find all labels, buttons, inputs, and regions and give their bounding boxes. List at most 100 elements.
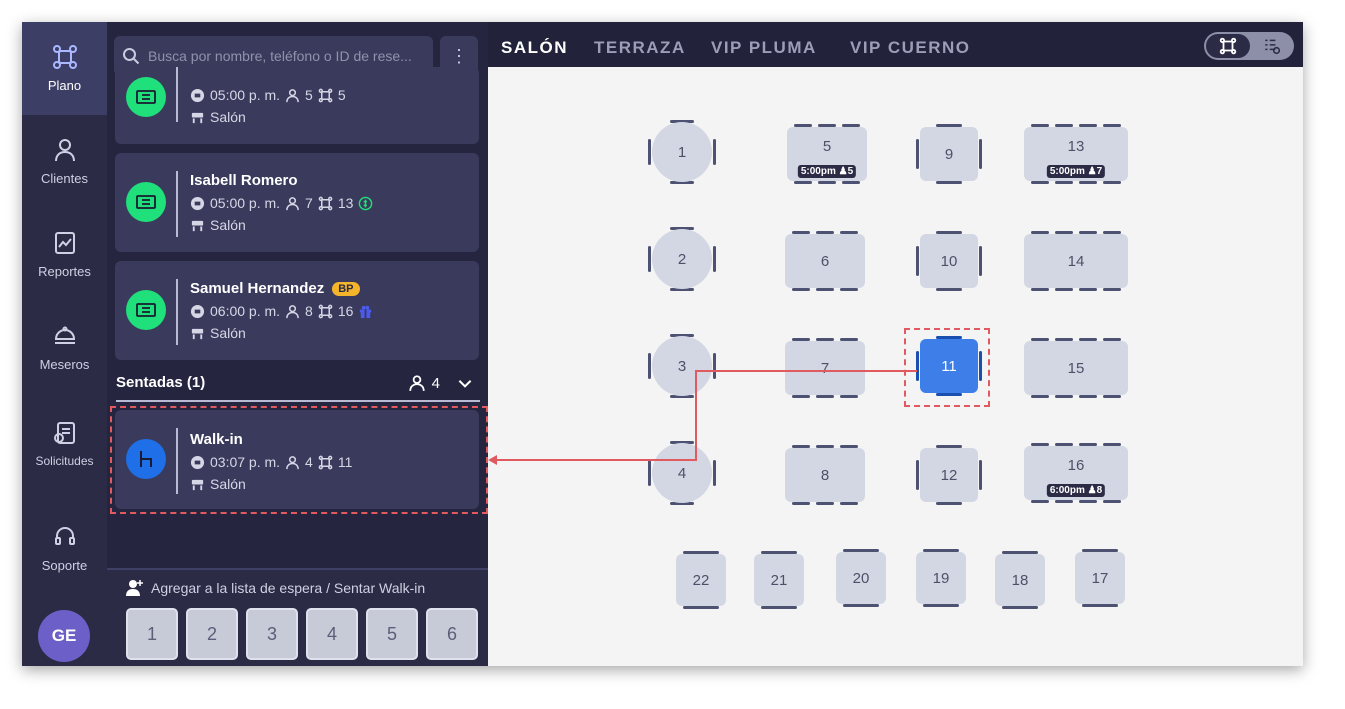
floor-table-14[interactable]: 14: [1024, 234, 1128, 288]
chair: [923, 604, 959, 607]
chair: [979, 246, 982, 276]
floor-table-17[interactable]: 17: [1075, 552, 1125, 604]
seated-summary: 4: [408, 374, 474, 392]
floor-table-2[interactable]: 2: [652, 229, 712, 289]
nav-reportes[interactable]: Reportes: [22, 208, 107, 301]
chair: [1079, 231, 1097, 234]
waitlist-label: Agregar a la lista de espera / Sentar Wa…: [151, 580, 426, 596]
gift-icon: [360, 305, 372, 318]
chair: [670, 441, 694, 444]
party-size-button[interactable]: 4: [306, 608, 358, 660]
party-size-button[interactable]: 6: [426, 608, 478, 660]
nav-soporte[interactable]: Soporte: [22, 502, 107, 595]
reservations-panel: ⋮ 05:00 p. m. 5 5 Salón: [107, 22, 488, 666]
floor-table-3[interactable]: 3: [652, 336, 712, 396]
avatar[interactable]: GE: [38, 610, 90, 662]
kebab-icon: ⋮: [450, 45, 468, 66]
party-size-button[interactable]: 2: [186, 608, 238, 660]
tab-vip-cuerno[interactable]: VIP CUERNO: [850, 38, 971, 57]
floor-table-19[interactable]: 19: [916, 552, 966, 604]
floor-table-20[interactable]: 20: [836, 552, 886, 604]
floor-table-8[interactable]: 8: [785, 448, 865, 502]
walkin-highlight: [110, 406, 488, 514]
floor-table-10[interactable]: 10: [920, 234, 978, 288]
chair: [818, 181, 836, 184]
area-icon: [191, 328, 204, 339]
floor-table-15[interactable]: 15: [1024, 341, 1128, 395]
waiter-icon: [54, 326, 75, 344]
floor-table-1[interactable]: 1: [652, 122, 712, 182]
guest-name: Samuel Hernandez: [190, 280, 325, 297]
nav-plano[interactable]: Plano: [22, 22, 107, 115]
chair: [916, 246, 919, 276]
floor-table-18[interactable]: 18: [995, 554, 1045, 606]
chair: [1079, 338, 1097, 341]
tab-terraza[interactable]: TERRAZA: [594, 38, 686, 57]
seated-count: 4: [431, 374, 440, 392]
chair: [670, 227, 694, 230]
chair: [1031, 181, 1049, 184]
floor-table-22[interactable]: 22: [676, 554, 726, 606]
chair: [1079, 443, 1097, 446]
tab-vip-pluma[interactable]: VIP PLUMA: [711, 38, 817, 57]
clock-icon: [190, 455, 205, 469]
table-label: 22: [692, 571, 710, 589]
reservation-details: 05:00 p. m. 5 5: [190, 87, 346, 103]
party-size-button[interactable]: 3: [246, 608, 298, 660]
reservation-card[interactable]: 05:00 p. m. 5 5 Salón: [115, 67, 479, 144]
floor-table-4[interactable]: 4: [652, 443, 712, 503]
seated-section-header[interactable]: Sentadas (1) 4: [116, 374, 480, 402]
party-size-button[interactable]: 1: [126, 608, 178, 660]
walkin-time: 03:07 p. m.: [210, 454, 281, 470]
floor-table-21[interactable]: 21: [754, 554, 804, 606]
tab-salon[interactable]: SALÓN: [501, 38, 568, 57]
nav-solicitudes[interactable]: Solicitudes: [22, 394, 107, 494]
search-input[interactable]: [148, 48, 428, 64]
view-toggle[interactable]: [1204, 32, 1294, 60]
reservation-card[interactable]: Isabell Romero 05:00 p. m. 7 13 Salón: [115, 153, 479, 252]
floor-table-11[interactable]: 11: [920, 339, 978, 393]
nav-meseros[interactable]: Meseros: [22, 301, 107, 394]
chair: [1002, 606, 1038, 609]
chair: [1055, 124, 1073, 127]
reservation-chip: 5:00pm ♟5: [797, 165, 857, 178]
table-label: 6: [820, 252, 830, 270]
guest-name: Isabell Romero: [190, 172, 298, 189]
walkin-card[interactable]: Walk-in 03:07 p. m. 4 11 Salón: [115, 410, 479, 509]
chair: [816, 445, 834, 448]
chair: [916, 351, 919, 381]
card-divider: [176, 171, 178, 237]
floor-table-9[interactable]: 9: [920, 127, 978, 181]
area-icon: [191, 112, 204, 123]
list-view-button[interactable]: [1252, 34, 1292, 58]
floor-table-12[interactable]: 12: [920, 448, 978, 502]
chair: [713, 139, 716, 165]
nav-clientes[interactable]: Clientes: [22, 115, 107, 208]
table-label: 7: [820, 359, 830, 377]
floor-table-6[interactable]: 6: [785, 234, 865, 288]
table-label: 13: [1067, 138, 1085, 155]
party-size-button[interactable]: 5: [366, 608, 418, 660]
chevron-down-icon[interactable]: [456, 374, 474, 392]
add-waitlist-link[interactable]: Agregar a la lista de espera / Sentar Wa…: [125, 578, 425, 598]
chair: [936, 181, 962, 184]
chair: [1103, 395, 1121, 398]
table-label: 11: [941, 357, 957, 375]
chair: [1031, 288, 1049, 291]
money-icon: [359, 196, 373, 210]
nav-label: Reportes: [38, 264, 91, 279]
chair: [1103, 231, 1121, 234]
floor-table-7[interactable]: 7: [785, 341, 865, 395]
chair: [792, 288, 810, 291]
chair: [842, 181, 860, 184]
chair: [1082, 549, 1118, 552]
floor-view-button[interactable]: [1206, 34, 1250, 58]
area-name: Salón: [210, 325, 246, 341]
chair: [936, 502, 962, 505]
chair: [936, 124, 962, 127]
